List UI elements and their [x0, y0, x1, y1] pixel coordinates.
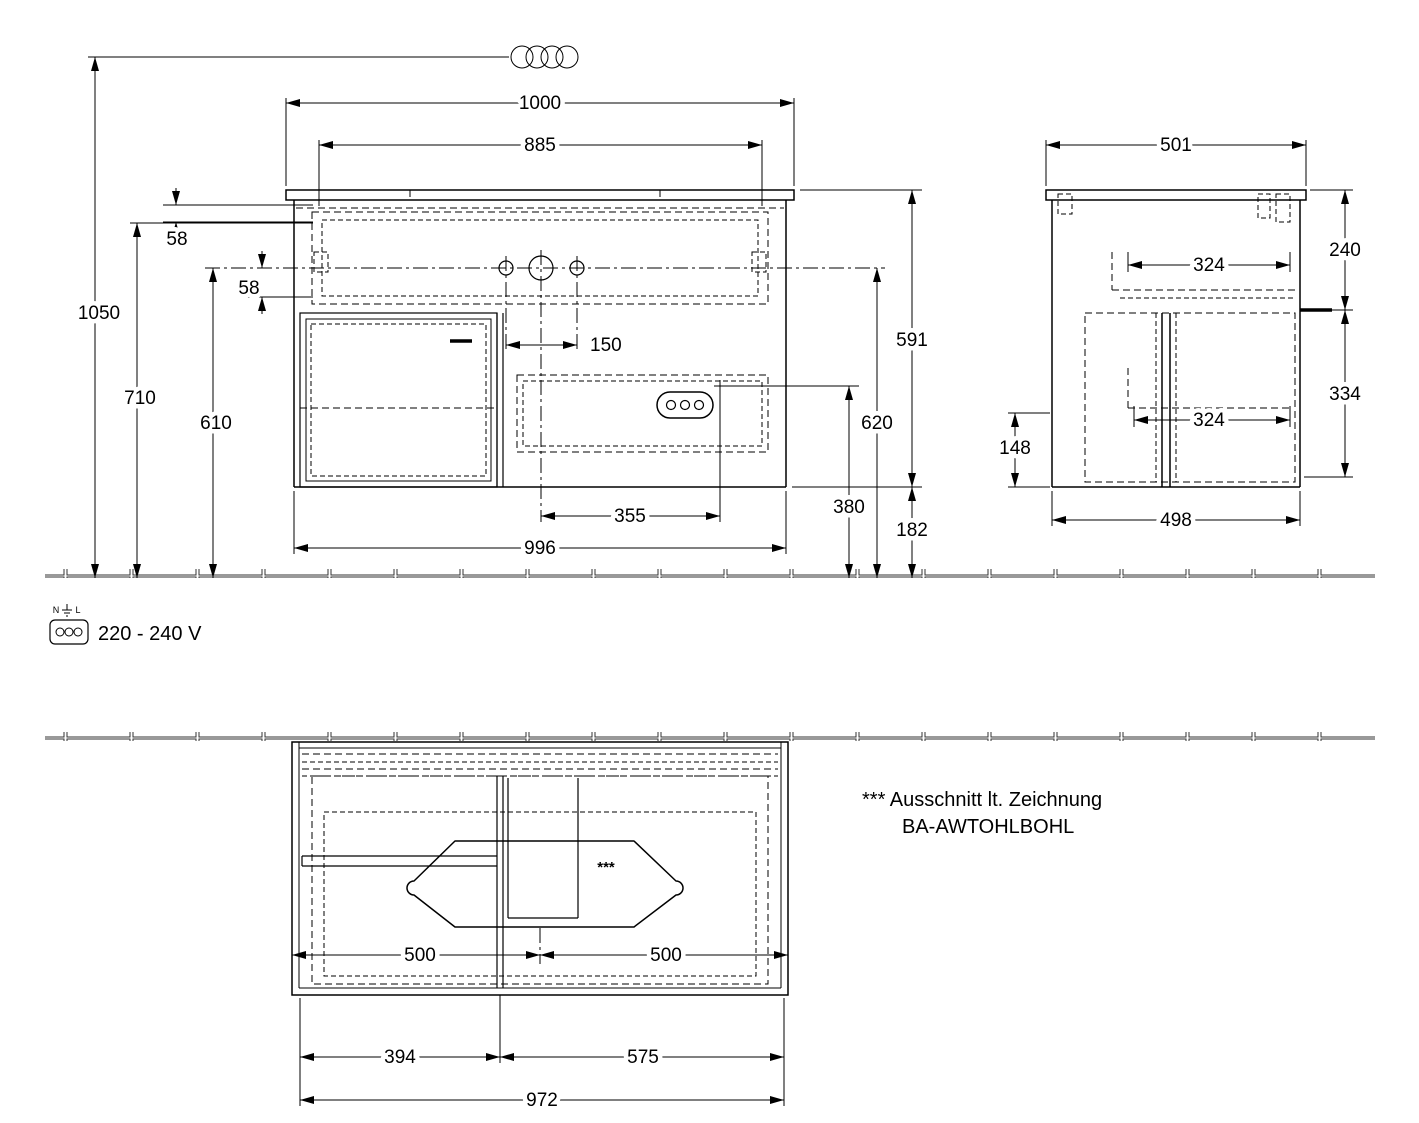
- dim-324-bottom-label: 324: [1193, 410, 1225, 431]
- dim-620-label: 620: [861, 413, 893, 434]
- dim-498-label: 498: [1160, 510, 1192, 531]
- dim-591-label: 591: [896, 330, 928, 351]
- neutral-label: N: [53, 605, 60, 615]
- countertop: [285, 189, 795, 201]
- faucet-hole-right: [569, 260, 585, 276]
- dim-324-top-label: 324: [1193, 255, 1225, 276]
- dim-575-label: 575: [627, 1047, 659, 1068]
- basin-cutout-outline: [406, 778, 684, 928]
- floor-tiles-upper: [45, 569, 1375, 578]
- dim-710-label: 710: [124, 388, 156, 409]
- dim-501-label: 501: [1160, 135, 1192, 156]
- dim-500-left-label: 500: [404, 945, 436, 966]
- side-countertop: [1045, 189, 1307, 201]
- faucet-hole-left: [498, 260, 514, 276]
- line-label: L: [75, 605, 80, 615]
- front-view-cabinet: [205, 189, 885, 522]
- plan-view-cabinet: ***: [291, 741, 789, 996]
- dim-380-label: 380: [833, 497, 865, 518]
- section-circles-symbol: [510, 45, 579, 69]
- plan-partition: [496, 776, 504, 988]
- dim-610-label: 610: [200, 413, 232, 434]
- dim-1050-label: 1050: [78, 303, 120, 324]
- floor-tiles-lower: [45, 732, 1375, 741]
- dim-148-label: 148: [999, 438, 1031, 459]
- right-drawer-hidden: [516, 374, 769, 453]
- dim-58-top-label: 58: [166, 229, 187, 250]
- basin-hidden-outline: [296, 207, 784, 305]
- dim-996-label: 996: [524, 538, 556, 559]
- faucet-hole-center: [528, 255, 554, 281]
- dim-885-label: 885: [524, 135, 556, 156]
- dim-150-label: 150: [590, 335, 622, 356]
- front-view-dimensions: 1000 885 1050 710 610 58 58 150 591 620 …: [73, 57, 932, 578]
- left-shelf-compartment: [299, 312, 498, 488]
- socket-strip-icon: [49, 619, 89, 645]
- dim-58-bottom-label: 58: [238, 278, 259, 299]
- dim-182-label: 182: [896, 520, 928, 541]
- dim-334-label: 334: [1329, 384, 1361, 405]
- side-view-dimensions: 501 240 324 334 148 324 498: [995, 131, 1366, 536]
- dim-240-label: 240: [1329, 240, 1361, 261]
- dim-972-label: 972: [526, 1090, 558, 1111]
- plan-view-dimensions: 500 500 394 575 972: [292, 928, 788, 1116]
- dim-500-right-label: 500: [650, 945, 682, 966]
- ground-icon: [62, 604, 72, 617]
- side-view-cabinet: [1045, 189, 1332, 488]
- dim-394-label: 394: [384, 1047, 416, 1068]
- voltage-label: 220 - 240 V: [98, 623, 202, 645]
- cutout-marker: ***: [597, 859, 615, 876]
- dim-1000-label: 1000: [519, 93, 561, 114]
- cutout-note: *** Ausschnitt lt. Zeichnung BA-AWTOHLBO…: [862, 789, 1102, 838]
- note-line-1: *** Ausschnitt lt. Zeichnung: [862, 789, 1102, 811]
- plan-shelf-front: [301, 855, 497, 867]
- note-line-2: BA-AWTOHLBOHL: [902, 816, 1074, 838]
- socket-symbol: [656, 380, 726, 419]
- side-drawer-hidden: [1084, 252, 1332, 487]
- dim-355-label: 355: [614, 506, 646, 527]
- faucet-holes: [205, 250, 885, 522]
- electrical-connection-symbol: N L 220 - 240 V: [49, 604, 202, 645]
- center-partition: [496, 313, 504, 487]
- wall-reference-line: [88, 45, 579, 69]
